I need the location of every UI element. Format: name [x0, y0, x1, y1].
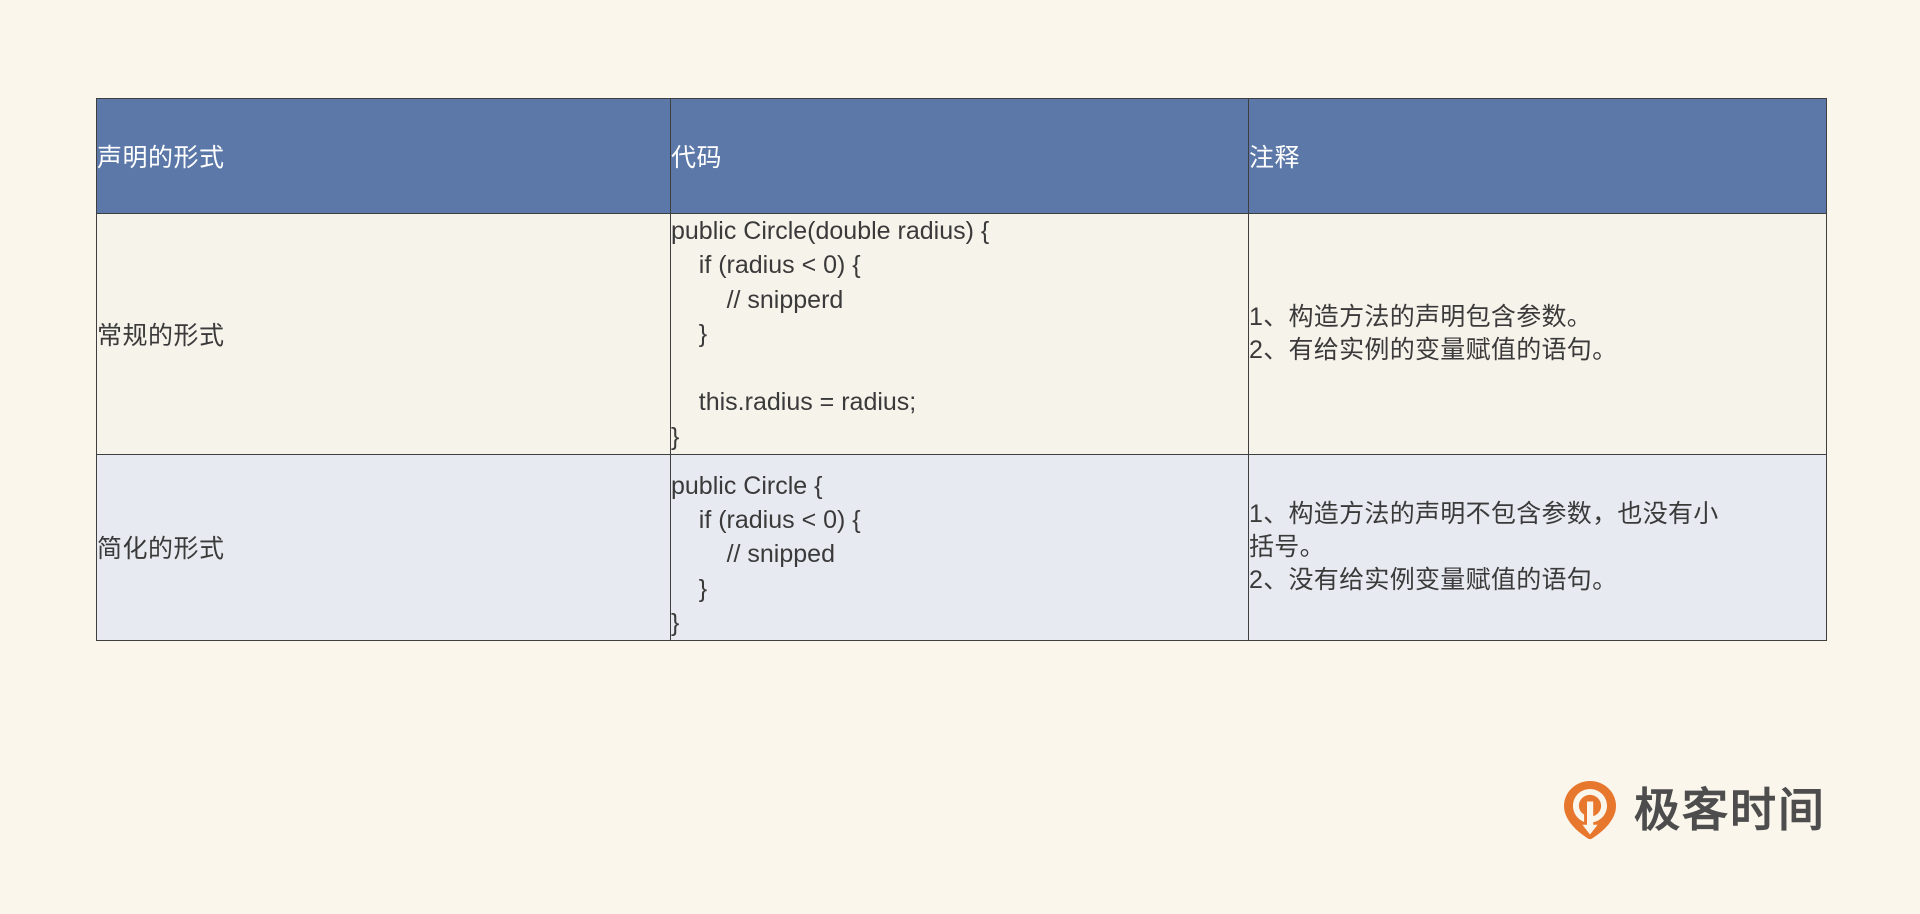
column-header-note: 注释	[1248, 98, 1827, 214]
table-row: 简化的形式 public Circle { if (radius < 0) { …	[96, 453, 1827, 642]
code-snippet-normal: public Circle(double radius) { if (radiu…	[671, 217, 990, 451]
geektime-logo: 极客时间	[1562, 780, 1826, 840]
note-line: 2、有给实例的变量赋值的语句。	[1249, 335, 1618, 364]
cell-note-normal: 1、构造方法的声明包含参数。 2、有给实例的变量赋值的语句。	[1248, 213, 1827, 455]
cell-code-normal: public Circle(double radius) { if (radiu…	[670, 213, 1249, 455]
cell-note-simple: 1、构造方法的声明不包含参数，也没有小 括号。 2、没有给实例变量赋值的语句。	[1248, 453, 1827, 642]
code-snippet-simple: public Circle { if (radius < 0) { // sni…	[671, 471, 861, 637]
column-header-form: 声明的形式	[96, 98, 671, 214]
cell-form-normal: 常规的形式	[96, 213, 671, 455]
note-line: 括号。	[1249, 532, 1325, 561]
table-row: 常规的形式 public Circle(double radius) { if …	[96, 213, 1827, 455]
cell-code-simple: public Circle { if (radius < 0) { // sni…	[670, 453, 1249, 642]
geektime-pin-icon	[1562, 780, 1618, 840]
constructor-forms-table: 声明的形式 代码 注释 常规的形式 public Circle(double r…	[96, 98, 1827, 642]
table-header-row: 声明的形式 代码 注释	[96, 98, 1827, 214]
note-line: 2、没有给实例变量赋值的语句。	[1249, 566, 1618, 594]
note-line: 1、构造方法的声明不包含参数，也没有小	[1249, 499, 1719, 528]
note-line: 1、构造方法的声明包含参数。	[1249, 302, 1593, 331]
column-header-code: 代码	[670, 98, 1249, 214]
note-list-simple: 1、构造方法的声明不包含参数，也没有小 括号。 2、没有给实例变量赋值的语句。	[1249, 498, 1826, 598]
note-list-normal: 1、构造方法的声明包含参数。 2、有给实例的变量赋值的语句。	[1249, 301, 1826, 368]
geektime-logo-text: 极客时间	[1634, 784, 1826, 836]
table-body: 常规的形式 public Circle(double radius) { if …	[96, 213, 1827, 642]
table-header: 声明的形式 代码 注释	[96, 98, 1827, 214]
cell-form-simple: 简化的形式	[96, 453, 671, 642]
